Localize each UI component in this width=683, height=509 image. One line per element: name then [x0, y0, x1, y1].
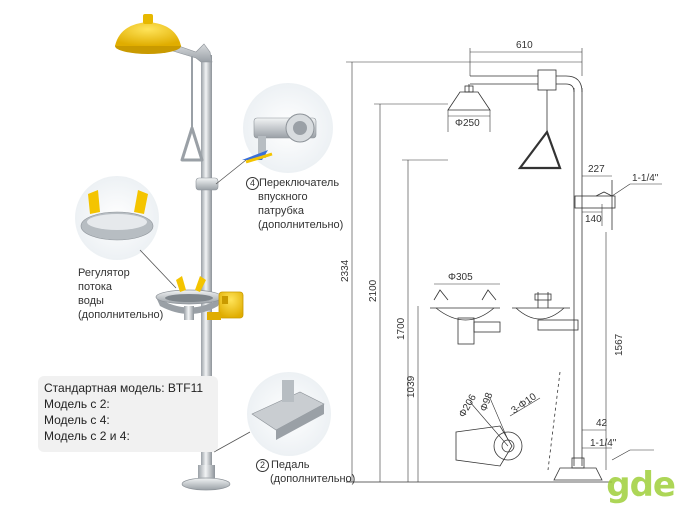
- eyewash-bowl: [155, 276, 223, 320]
- pedal-number-badge: 2: [256, 458, 269, 472]
- technical-drawing: [346, 69, 616, 483]
- switch-label-line3: патрубка: [258, 205, 304, 217]
- model-standard: Стандартная модель: BTF11: [44, 381, 204, 395]
- dim-1039: 1039: [406, 375, 417, 398]
- regulator-label-line4: (дополнительно): [78, 309, 164, 321]
- dimension-lines: [346, 48, 662, 482]
- dim-42: 42: [596, 418, 608, 429]
- dim-holes: 3-Φ10: [509, 391, 539, 416]
- regulator-label-line1: Регулятор: [78, 267, 130, 279]
- model-with-2-and-4: Модель с 2 и 4:: [44, 429, 130, 443]
- switch-label-line1: Переключатель: [259, 177, 340, 189]
- base-plate: [181, 477, 231, 491]
- shower-head: [115, 14, 181, 54]
- pull-handle: [180, 126, 204, 162]
- switch-detail-lens: [242, 83, 333, 173]
- pedal-label-line2: (дополнительно): [270, 473, 356, 485]
- dim-2100: 2100: [368, 279, 379, 302]
- model-with-2: Модель с 2:: [44, 397, 110, 411]
- model-with-4: Модель с 4:: [44, 413, 110, 427]
- main-pipe: [201, 55, 212, 483]
- dim-98: Φ98: [478, 391, 495, 413]
- eyewash-valve-box: [218, 291, 244, 319]
- regulator-label: Регулятор потока воды (дополнительно): [78, 266, 163, 322]
- switch-label-line2: впускного: [258, 191, 308, 203]
- dim-1567: 1567: [614, 333, 625, 356]
- pedal-detail-lens: [247, 372, 331, 456]
- dim-227: 227: [588, 164, 605, 175]
- dim-206: Φ206: [457, 392, 479, 419]
- dimension-texts: 610 Φ250 227 140 1-1/4" 2334 2100 1700 1…: [340, 40, 659, 449]
- regulator-label-line3: воды: [78, 295, 104, 307]
- dim-1700: 1700: [396, 317, 407, 340]
- watermark-logo: gde: [606, 465, 676, 505]
- regulator-label-line2: потока: [78, 281, 113, 293]
- regulator-detail-lens: [75, 176, 159, 260]
- switch-number-badge: 4: [246, 176, 259, 190]
- dim-thread-top: 1-1/4": [632, 173, 659, 184]
- dim-610: 610: [516, 40, 533, 51]
- switch-label-line4: (дополнительно): [258, 219, 344, 231]
- dim-thread-bottom: 1-1/4": [590, 438, 617, 449]
- dim-140: 140: [585, 214, 602, 225]
- models-box: Стандартная модель: BTF11 Модель с 2: Мо…: [38, 376, 218, 452]
- pedal-label-line1: Педаль: [271, 459, 310, 471]
- dim-250: Φ250: [455, 118, 480, 129]
- dim-305: Φ305: [448, 272, 473, 283]
- dim-2334: 2334: [340, 259, 351, 282]
